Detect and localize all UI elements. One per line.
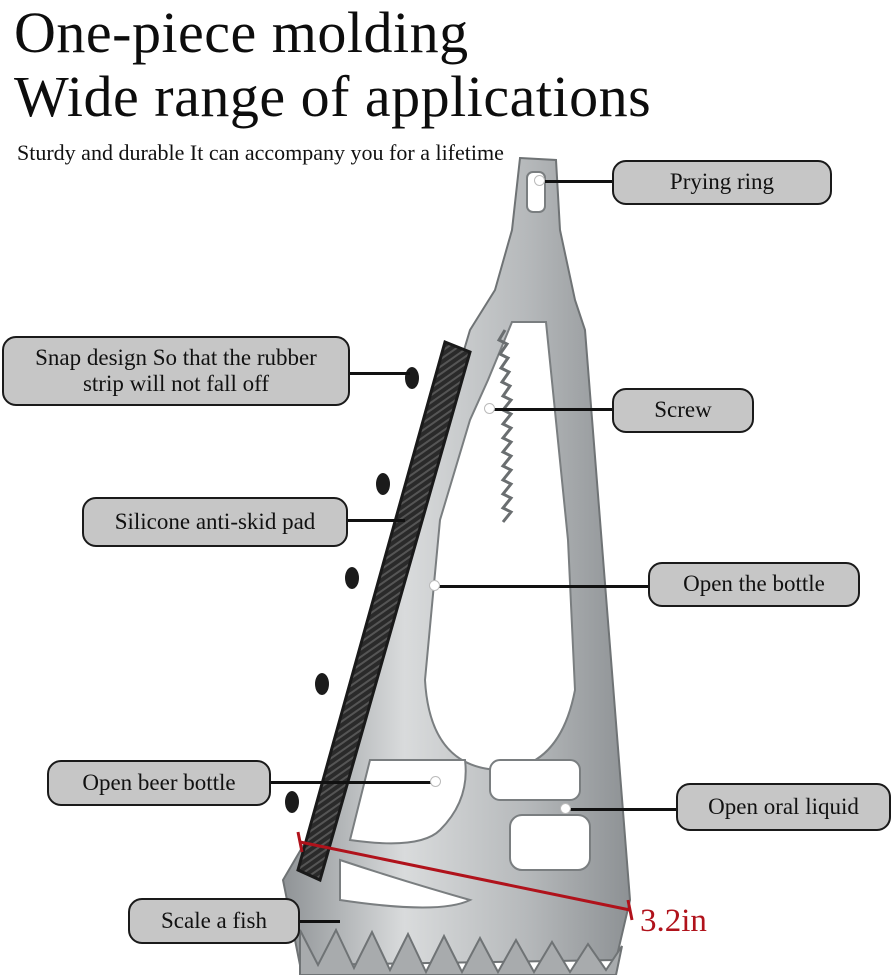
callout-scale-fish: Scale a fish xyxy=(128,898,300,944)
headline-line-2: Wide range of applications xyxy=(14,64,652,129)
callout-open-oral-liquid: Open oral liquid xyxy=(676,783,891,831)
anchor-open-beer-bottle xyxy=(430,776,441,787)
lower-left-cutout xyxy=(339,858,473,909)
leader-open-beer-bottle xyxy=(270,781,435,784)
callout-open-bottle: Open the bottle xyxy=(648,562,860,607)
callout-open-beer-bottle: Open beer bottle xyxy=(47,760,271,806)
callout-screw: Screw xyxy=(612,388,754,433)
anchor-screw xyxy=(484,403,495,414)
anchor-prying-ring xyxy=(534,175,545,186)
callout-prying-ring: Prying ring xyxy=(612,160,832,205)
leader-silicone-pad xyxy=(345,519,405,522)
leader-screw xyxy=(490,408,614,411)
anchor-open-bottle xyxy=(429,580,440,591)
headline-line-1: One-piece molding xyxy=(14,0,469,65)
leader-open-oral-liquid xyxy=(565,808,677,811)
rubber-pad xyxy=(296,339,472,883)
measurement-line xyxy=(296,831,634,921)
leader-open-bottle xyxy=(436,585,648,588)
fish-scaler-teeth xyxy=(299,927,623,975)
callout-silicone-pad: Silicone anti-skid pad xyxy=(82,497,348,547)
leader-prying-ring xyxy=(545,180,615,183)
measurement-label: 3.2in xyxy=(640,903,707,939)
subheading: Sturdy and durable It can accompany you … xyxy=(17,140,504,165)
anchor-open-oral-liquid xyxy=(560,803,571,814)
leader-scale-fish xyxy=(300,920,340,923)
upper-right-cutout xyxy=(489,759,581,801)
screw-serration xyxy=(496,329,514,523)
oral-liquid-cutout xyxy=(509,814,591,871)
leader-snap-design xyxy=(350,372,410,375)
callout-snap-design: Snap design So that the rubber strip wil… xyxy=(2,336,350,406)
